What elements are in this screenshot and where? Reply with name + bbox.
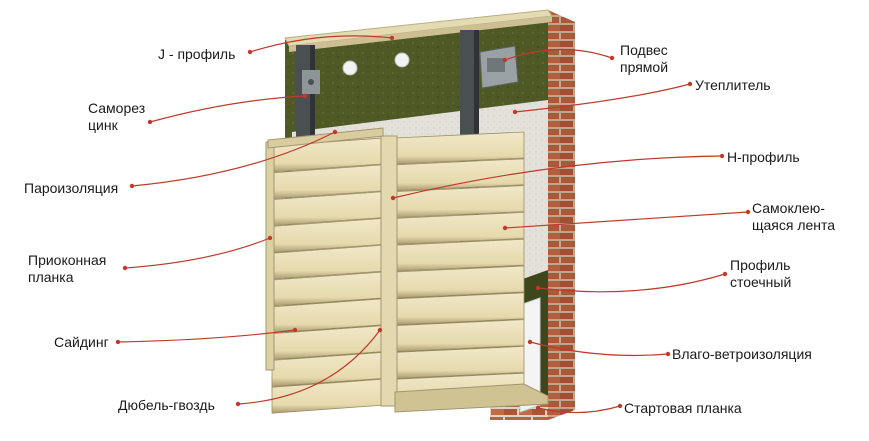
- leader-dot: [267, 235, 273, 241]
- label-j-profile: J - профиль: [158, 46, 236, 62]
- label-drain-profile-line1: Профиль: [730, 257, 791, 273]
- leader-dot: [617, 403, 623, 409]
- label-drain-profile: Профиль стоечный: [730, 257, 791, 291]
- leader-dot: [292, 327, 298, 333]
- leader-dowel-nail: [237, 329, 381, 405]
- siding-board: [394, 158, 525, 192]
- leader-dot: [722, 271, 728, 277]
- leader-dot: [527, 339, 533, 345]
- label-window-strip: Приоконная планка: [28, 252, 106, 286]
- leader-dot: [745, 209, 751, 215]
- leader-dot: [129, 183, 135, 189]
- leader-dot: [535, 405, 541, 411]
- siding-board: [394, 131, 525, 165]
- h-profile-strip: [380, 135, 398, 407]
- label-self-tap-screw-line1: Саморез: [88, 100, 146, 116]
- leader-dot: [235, 401, 241, 407]
- leader-dot: [687, 81, 693, 87]
- leader-dot: [502, 57, 508, 63]
- label-starter-strip: Стартовая планка: [624, 400, 742, 416]
- leader-h-profile: [392, 155, 723, 199]
- leader-siding: [117, 329, 296, 343]
- leader-dot: [609, 55, 615, 61]
- leader-dot: [390, 195, 396, 201]
- label-direct-hanger: Подвес прямой: [620, 42, 668, 76]
- leader-dot: [512, 109, 518, 115]
- leader-starter-strip: [537, 405, 621, 414]
- direct-hanger: [479, 45, 519, 89]
- j-profile-rail: [284, 9, 553, 52]
- label-siding: Сайдинг: [54, 334, 109, 350]
- siding-board: [394, 319, 525, 353]
- siding-board: [394, 185, 525, 219]
- siding-top-trim: [267, 127, 384, 149]
- siding-board: [394, 265, 525, 299]
- leader-vapor-barrier: [131, 131, 336, 187]
- leader-window-strip: [124, 237, 271, 269]
- label-adhesive-tape-line1: Самоклею-: [752, 200, 825, 216]
- leader-wind-barrier: [529, 341, 669, 357]
- leader-adhesive-tape: [504, 211, 749, 229]
- leader-dot: [147, 119, 153, 125]
- label-adhesive-tape: Самоклею- щаяся лента: [752, 200, 835, 234]
- leader-dot: [332, 129, 338, 135]
- label-dowel-nail: Дюбель-гвоздь: [118, 397, 215, 413]
- leader-dot: [665, 351, 671, 357]
- leader-dot: [377, 327, 383, 333]
- label-window-strip-line1: Приоконная: [28, 252, 107, 268]
- label-direct-hanger-line2: прямой: [620, 59, 669, 75]
- label-direct-hanger-line1: Подвес: [620, 42, 668, 58]
- leader-insulation: [514, 83, 691, 113]
- leader-dot: [247, 49, 253, 55]
- leader-dot: [389, 35, 395, 41]
- leader-lines: [115, 35, 751, 414]
- siding-board: [394, 292, 525, 326]
- label-h-profile: Н-профиль: [727, 149, 800, 165]
- leader-direct-hanger: [504, 48, 613, 61]
- label-window-strip-line2: планка: [28, 269, 74, 285]
- leader-self-tap-screw: [149, 95, 306, 123]
- leader-dot: [719, 153, 725, 159]
- leader-dot: [502, 225, 508, 231]
- label-drain-profile-line2: стоечный: [730, 274, 792, 290]
- leader-dot: [122, 265, 128, 271]
- leader-drain-profile: [537, 273, 726, 293]
- label-vapor-barrier: Пароизоляция: [24, 180, 119, 196]
- leader-j-profile: [249, 35, 393, 53]
- label-insulation: Утеплитель: [695, 77, 771, 93]
- leader-dot: [302, 93, 308, 99]
- window-strip-edge: [265, 141, 275, 371]
- label-self-tap-screw-line2: цинк: [88, 117, 118, 133]
- label-wind-barrier: Влаго-ветроизоляция: [672, 346, 812, 362]
- leader-dot: [115, 339, 121, 345]
- label-adhesive-tape-line2: щаяся лента: [752, 217, 836, 233]
- label-self-tap-screw: Саморез цинк: [88, 100, 145, 134]
- siding-panels: [265, 127, 549, 414]
- siding-board: [394, 238, 525, 272]
- starter-strip: [394, 383, 549, 413]
- siding-board: [394, 345, 525, 379]
- leader-dot: [535, 285, 541, 291]
- screw-brackets: [302, 70, 320, 94]
